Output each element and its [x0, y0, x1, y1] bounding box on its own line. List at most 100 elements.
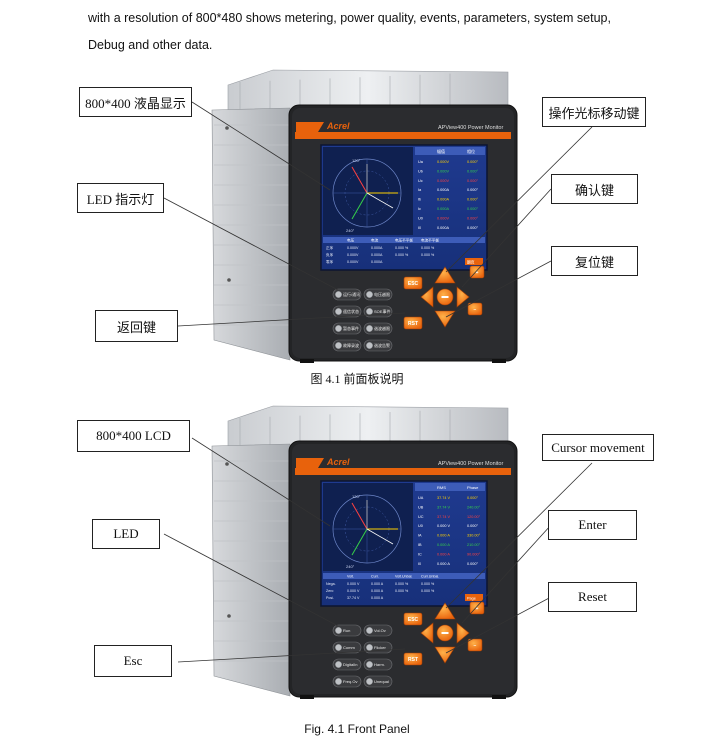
bottom-cell: 0.000A [371, 253, 383, 257]
led-label: Freq.Ov [343, 679, 357, 684]
led-label: 运行/通讯 [343, 291, 360, 297]
esc-key [403, 276, 423, 290]
table-row-value: 0.000A [437, 198, 450, 202]
table-row-phase: 0.000° [467, 169, 479, 173]
bottom-cell: 0.000A [371, 246, 383, 250]
leader-line [191, 437, 331, 527]
callout-lcd-cn: 800*400 液晶显示 [79, 87, 192, 117]
intro-paragraph: with a resolution of 800*480 shows meter… [88, 11, 611, 52]
table-row-value: 0.000A [437, 188, 450, 192]
table-row-value: 0.000V [437, 160, 450, 164]
table-row-phase: 0.000° [467, 562, 479, 566]
bottom-header-cell: 电流 [371, 238, 379, 243]
table-row-phase: 330.00° [467, 534, 481, 538]
phasor-ia [366, 192, 394, 209]
leader-line [461, 188, 552, 288]
table-row-value: 0.000A [437, 226, 450, 230]
phasor-area [323, 147, 413, 235]
brand-tab [296, 122, 324, 132]
device-side [211, 107, 291, 361]
led-indicator [366, 678, 373, 685]
table-row-value: 37.74 V [437, 496, 451, 500]
led-label: DigitalIn [343, 662, 357, 667]
esc-key [403, 612, 423, 626]
bottom-cell: 0.000 V [347, 582, 360, 586]
bottom-cell: 0.000 % [395, 589, 409, 593]
phasor-uc [351, 166, 368, 194]
table-row-phase: 0.000° [467, 226, 479, 230]
table-header-bg [415, 483, 485, 491]
led-label: Comm [343, 645, 355, 650]
callout-enter-cn: 确认键 [551, 174, 638, 204]
led-label: 暂态事件 [343, 325, 359, 331]
bottom-header-bg [323, 573, 485, 579]
bottom-header-cell: 电流不平衡 [421, 238, 439, 243]
foot [492, 695, 506, 699]
heatsink-top [227, 69, 509, 114]
device-side [211, 443, 291, 697]
table-row-label: UC [418, 515, 424, 519]
callout-led-en: LED [92, 519, 160, 549]
bottom-cell: 0.000V [347, 253, 359, 257]
bottom-header-cell: Volt.Unbal. [395, 575, 412, 579]
table-row-phase: 0.000° [467, 496, 479, 500]
table-row-value: 0.000V [437, 169, 450, 173]
rst-key-label: RST [408, 321, 418, 327]
angle-label-top: 120° [352, 158, 361, 163]
bottom-cell: 正序 [326, 245, 334, 250]
bottom-cell: 零序 [326, 259, 334, 264]
bottom-cell: 0.000 A [371, 596, 384, 600]
table-row-value: 37.74 V [437, 505, 451, 509]
table-row-label: I0 [418, 226, 421, 230]
table-header-cell: RMS [437, 485, 446, 490]
phasor-ub [351, 192, 368, 220]
table-row-phase: 0.000° [467, 207, 479, 211]
plus-key-label: + [476, 606, 479, 612]
screw [227, 614, 231, 618]
angle-label-top: 120° [352, 494, 361, 499]
leader-line [445, 126, 593, 273]
minus-key-label: − [474, 643, 477, 649]
minus-key [467, 302, 483, 316]
led-label: 谐波越限 [374, 325, 390, 331]
led-label: Harm. [374, 662, 385, 667]
bottom-cell: 0.000 % [421, 582, 435, 586]
table-header-cell: 相位 [467, 148, 475, 154]
phasor-uc [351, 502, 368, 530]
angle-label-bottom: 240° [346, 564, 355, 569]
table-row-value: 0.000 A [437, 552, 450, 556]
led-label: 电压越限 [374, 291, 390, 297]
led-indicator [335, 644, 342, 651]
table-row-label: Ic [418, 207, 421, 211]
table-row-label: I0 [418, 562, 421, 566]
led-label: Run [343, 628, 350, 633]
screw [225, 126, 229, 130]
table-row-phase: 90.000° [467, 552, 481, 556]
table-row-phase: 120.00° [467, 515, 481, 519]
table-row-label: UB [418, 505, 424, 509]
led-indicator [335, 342, 342, 349]
led-indicator [335, 678, 342, 685]
callout-reset-cn: 复位键 [551, 246, 638, 276]
bottom-cell: 0.000 % [395, 253, 409, 257]
table-row-phase: 0.000° [467, 216, 479, 220]
bottom-header-cell: Volt. [347, 575, 354, 579]
nav-button [465, 258, 483, 265]
leader-line [445, 462, 593, 609]
bottom-cell: 0.000V [347, 246, 359, 250]
callout-cursor-cn: 操作光标移动键 [542, 97, 646, 127]
screw [227, 278, 231, 282]
bottom-cell: 37.74 V [347, 596, 360, 600]
left-arrow-key [420, 286, 434, 308]
led-indicator [366, 644, 373, 651]
led-label: Unequal [374, 679, 389, 684]
figure-caption-en: Fig. 4.1 Front Panel [304, 722, 410, 736]
led-indicator [366, 325, 373, 332]
table-row-phase: 0.000° [467, 198, 479, 202]
led-indicator [366, 627, 373, 634]
callout-led-cn: LED 指示灯 [77, 183, 164, 213]
table-row-label: Ua [418, 160, 424, 164]
bottom-cell: 0.000 % [395, 582, 409, 586]
table-row-value: 0.000 A [437, 562, 450, 566]
